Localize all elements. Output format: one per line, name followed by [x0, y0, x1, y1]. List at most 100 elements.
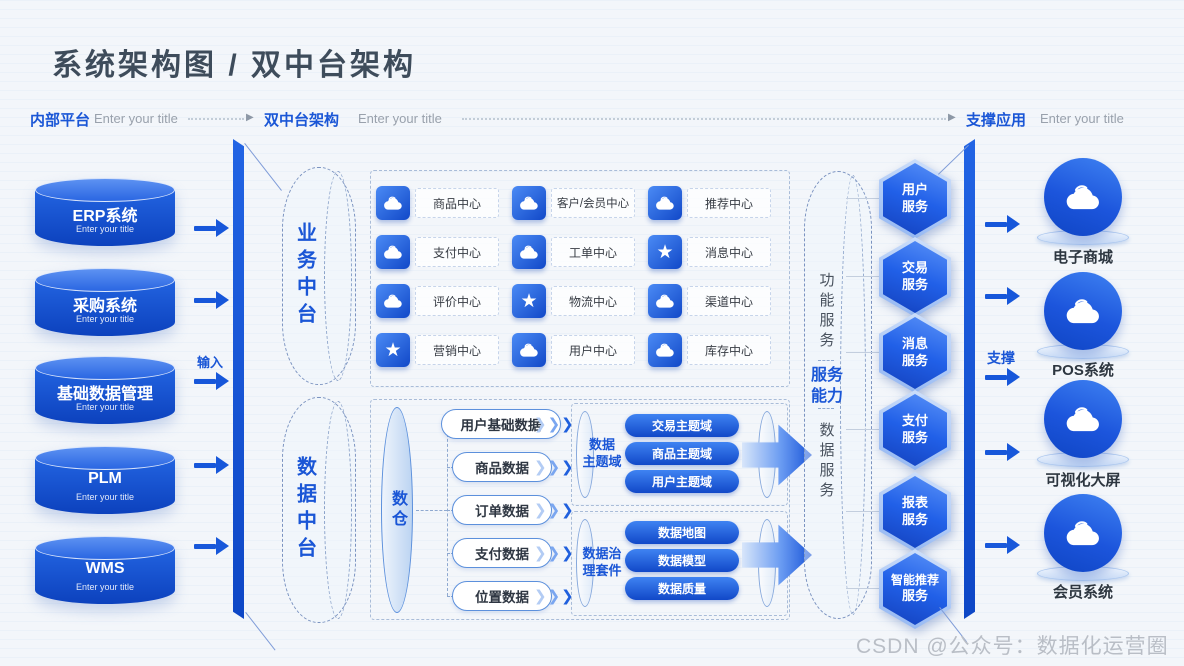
- connector-line: [846, 511, 886, 512]
- theme-pill: 商品主题域: [625, 442, 739, 465]
- cloud-icon: [512, 235, 546, 269]
- connector-line: [846, 198, 886, 199]
- perspective-line: [245, 612, 276, 651]
- flow-arrow-icon: [194, 456, 229, 474]
- center-item: 评价中心: [376, 284, 499, 318]
- app-label: 可视化大屏: [1045, 472, 1121, 489]
- center-item: ★ 消息中心: [648, 235, 771, 269]
- data-source-pill: 商品数据: [452, 452, 552, 482]
- arrow-right-icon: ▶: [948, 112, 956, 123]
- star-icon: ★: [512, 284, 546, 318]
- center-item: ★ 物流中心: [512, 284, 635, 318]
- data-warehouse-label: 数仓: [389, 490, 406, 530]
- service-hex-message: 消息服务: [879, 313, 951, 393]
- source-system-name: WMS: [85, 560, 125, 577]
- capsule-cap-ellipse: [840, 175, 866, 615]
- theme-pill: 交易主题域: [625, 414, 739, 437]
- service-hex-user: 用户服务: [879, 159, 951, 239]
- service-hex-smart-recommend: 智能推荐服务: [879, 549, 951, 629]
- governance-pill: 数据质量: [625, 577, 739, 600]
- center-label: 物流中心: [551, 286, 635, 316]
- cylinder-cap-ellipse: [324, 401, 352, 619]
- app-label: POS系统: [1052, 362, 1114, 379]
- cloud-icon: [648, 186, 682, 220]
- center-item: 推荐中心: [648, 186, 771, 220]
- star-icon: ★: [376, 333, 410, 367]
- cylinder-top: [35, 356, 175, 380]
- source-system-subtitle: Enter your title: [75, 224, 135, 234]
- cylinder-top: [35, 178, 175, 202]
- flow-arrow-icon: [985, 536, 1020, 554]
- center-label: 客户/会员中心: [551, 188, 635, 218]
- watermark: CSDN @公众号：数据化运营圈: [856, 635, 1169, 658]
- star-icon: ★: [648, 235, 682, 269]
- flow-arrow-icon: [985, 215, 1020, 233]
- capsule-separator: [818, 408, 834, 409]
- group-cylinder-arc: [576, 411, 594, 498]
- center-label: 消息中心: [687, 237, 771, 267]
- lane-middle-platform-subtitle: Enter your title: [358, 111, 442, 126]
- source-system-master-data: 基础数据管理 Enter your title: [35, 356, 175, 424]
- source-system-name: 采购系统: [72, 298, 137, 315]
- center-item: 客户/会员中心: [512, 186, 635, 220]
- capability-service-ability: 服务能力: [810, 367, 843, 405]
- service-hex-report: 报表服务: [879, 472, 951, 552]
- center-label: 商品中心: [415, 188, 499, 218]
- cloud-icon: [648, 333, 682, 367]
- data-section-frame: [370, 399, 790, 620]
- governance-pill: 数据地图: [625, 521, 739, 544]
- flow-arrow-icon: [194, 537, 229, 555]
- cloud-icon: [512, 333, 546, 367]
- cylinder-top: [35, 268, 175, 292]
- cloud-icon: [512, 186, 546, 220]
- governance-pill: 数据模型: [625, 549, 739, 572]
- triple-chevron-icon: ❯❯❯: [534, 545, 574, 562]
- triple-chevron-icon: ❯❯❯: [534, 459, 574, 476]
- theme-pill: 用户主题域: [625, 470, 739, 493]
- page-title: 系统架构图 / 双中台架构: [52, 49, 417, 82]
- perspective-line: [244, 143, 282, 191]
- center-item: 渠道中心: [648, 284, 771, 318]
- center-label: 支付中心: [415, 237, 499, 267]
- connector-line: [846, 588, 886, 589]
- center-item: ★ 营销中心: [376, 333, 499, 367]
- business-centers-frame: [370, 170, 790, 387]
- source-system-name: 基础数据管理: [56, 386, 153, 403]
- flow-arrow-icon: [194, 219, 229, 237]
- source-system-name: PLM: [88, 470, 122, 487]
- data-source-pill: 订单数据: [452, 495, 552, 525]
- governance-label: 数据治 理套件: [582, 546, 622, 578]
- left-boundary-bar: [233, 139, 244, 619]
- source-system-name: ERP系统: [72, 208, 138, 225]
- source-system-subtitle: Enter your title: [75, 402, 135, 412]
- source-system-wms: WMS Enter your title: [35, 536, 175, 604]
- group-cylinder-arc: [576, 519, 594, 607]
- cylinder-top: [35, 536, 175, 560]
- connector-line: [846, 276, 886, 277]
- theme-domain-label: 数据 主题域: [582, 437, 622, 469]
- connector-line: [846, 429, 886, 430]
- flow-arrow-icon: [985, 287, 1020, 305]
- source-system-erp: ERP系统 Enter your title: [35, 178, 175, 246]
- app-cloud-icon: [1044, 272, 1122, 350]
- capsule-separator: [818, 360, 834, 361]
- cylinder-cap-ellipse: [324, 171, 352, 381]
- center-item: 工单中心: [512, 235, 635, 269]
- app-cloud-icon: [1044, 158, 1122, 236]
- service-hex-trade: 交易服务: [879, 237, 951, 317]
- service-hex-payment: 支付服务: [879, 390, 951, 470]
- cloud-icon: [376, 235, 410, 269]
- connector-line: [846, 352, 886, 353]
- flow-arrow-icon: [985, 368, 1020, 386]
- bracket-line: [416, 510, 447, 511]
- lane-support-apps-subtitle: Enter your title: [1040, 111, 1124, 126]
- capability-data-services: 数据服务: [817, 422, 835, 502]
- center-label: 工单中心: [551, 237, 635, 267]
- center-label: 用户中心: [551, 335, 635, 365]
- source-system-subtitle: Enter your title: [75, 582, 135, 592]
- lane-support-apps-label: 支撑应用: [966, 112, 1027, 129]
- data-warehouse-lens: 数仓: [381, 407, 413, 613]
- triple-chevron-icon: ❯❯❯: [534, 588, 574, 605]
- data-source-pill: 支付数据: [452, 538, 552, 568]
- center-label: 渠道中心: [687, 286, 771, 316]
